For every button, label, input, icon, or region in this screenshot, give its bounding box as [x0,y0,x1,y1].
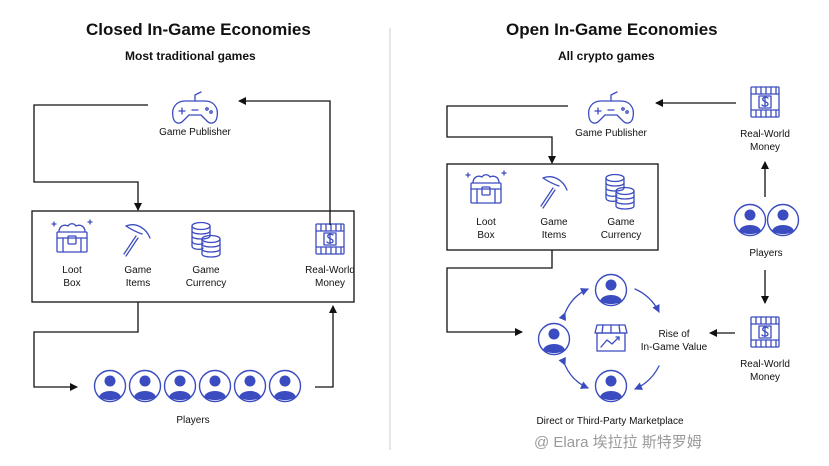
coins-icon [605,173,635,210]
closed-players-group [93,369,302,403]
open-players-label: Players [749,248,783,259]
loot-box-icon [51,219,93,253]
arrow-publisher-to-items [446,105,568,164]
closed-title: Closed In-Game Economies [86,20,311,39]
coins-icon [191,221,221,258]
pickaxe-icon [540,176,568,209]
closed-publisher-label: Game Publisher [159,127,231,138]
real-world-money-label-line2: Money [314,278,345,289]
player-icon [163,369,197,403]
player-icon [198,369,232,403]
money-icon [750,86,780,118]
real-world-money-label-line1: Real-World [740,359,790,370]
open-game-currency-label: Game Currency [591,216,651,242]
controller-icon [587,91,635,124]
loot-box-label-line2: Box [63,278,81,289]
loot-box-icon [465,170,507,204]
open-game-items-label: Game Items [529,216,579,242]
player-icon [268,369,302,403]
closed-loot-box-label: Loot Box [47,264,97,290]
closed-items-box [31,210,355,303]
game-currency-label-line2: Currency [600,230,642,241]
open-title: Open In-Game Economies [506,20,718,39]
player-icon [93,369,127,403]
money-icon [750,316,780,348]
closed-real-world-money-label: Real-World Money [295,264,365,290]
closed-game-items-label: Game Items [113,264,163,290]
money-icon [315,223,345,255]
open-subtitle: All crypto games [558,49,655,63]
arrow-items-to-marketplace [446,250,553,336]
player-icon [128,369,162,403]
arrow-publisher-to-items [33,104,148,211]
rise-label-line1: Rise of [658,329,690,340]
game-items-label-line2: Items [125,278,151,289]
player-icon [594,369,628,403]
real-world-money-label-line2: Money [749,372,780,383]
open-publisher-label: Game Publisher [575,128,647,139]
game-currency-label-line1: Game [607,217,635,228]
watermark: @ Elara 埃拉拉 斯特罗姆 [534,434,702,451]
loot-box-label-line1: Loot [62,265,82,276]
game-currency-label-line2: Currency [185,278,227,289]
player-icon [766,203,800,237]
closed-subtitle: Most traditional games [125,49,256,63]
arrow-items-to-players [33,302,139,391]
game-items-label-line1: Game [124,265,152,276]
arrow-money-to-publisher [238,97,331,225]
player-icon [733,203,767,237]
rise-label-line2: In-Game Value [640,342,708,353]
open-loot-box-label: Loot Box [461,216,511,242]
open-real-world-money-top-label: Real-World Money [730,128,800,154]
open-real-world-money-bottom-label: Real-World Money [730,358,800,384]
real-world-money-label-line1: Real-World [305,265,355,276]
marketplace-cycle-arrows [558,288,660,390]
pickaxe-icon [123,224,151,257]
real-world-money-label-line2: Money [749,142,780,153]
loot-box-label-line1: Loot [476,217,496,228]
closed-game-currency-label: Game Currency [176,264,236,290]
game-items-label-line1: Game [540,217,568,228]
rise-of-value-label: Rise of In-Game Value [634,328,714,354]
player-icon [537,322,571,356]
game-currency-label-line1: Game [192,265,220,276]
real-world-money-label-line1: Real-World [740,129,790,140]
player-icon [594,273,628,307]
arrow-players-to-money [315,305,337,388]
game-items-label-line2: Items [541,230,567,241]
player-icon [233,369,267,403]
controller-icon [171,91,219,124]
closed-players-label: Players [176,415,210,426]
marketplace-label: Direct or Third-Party Marketplace [536,416,684,427]
loot-box-label-line2: Box [477,230,495,241]
marketplace-store-icon [594,324,628,352]
